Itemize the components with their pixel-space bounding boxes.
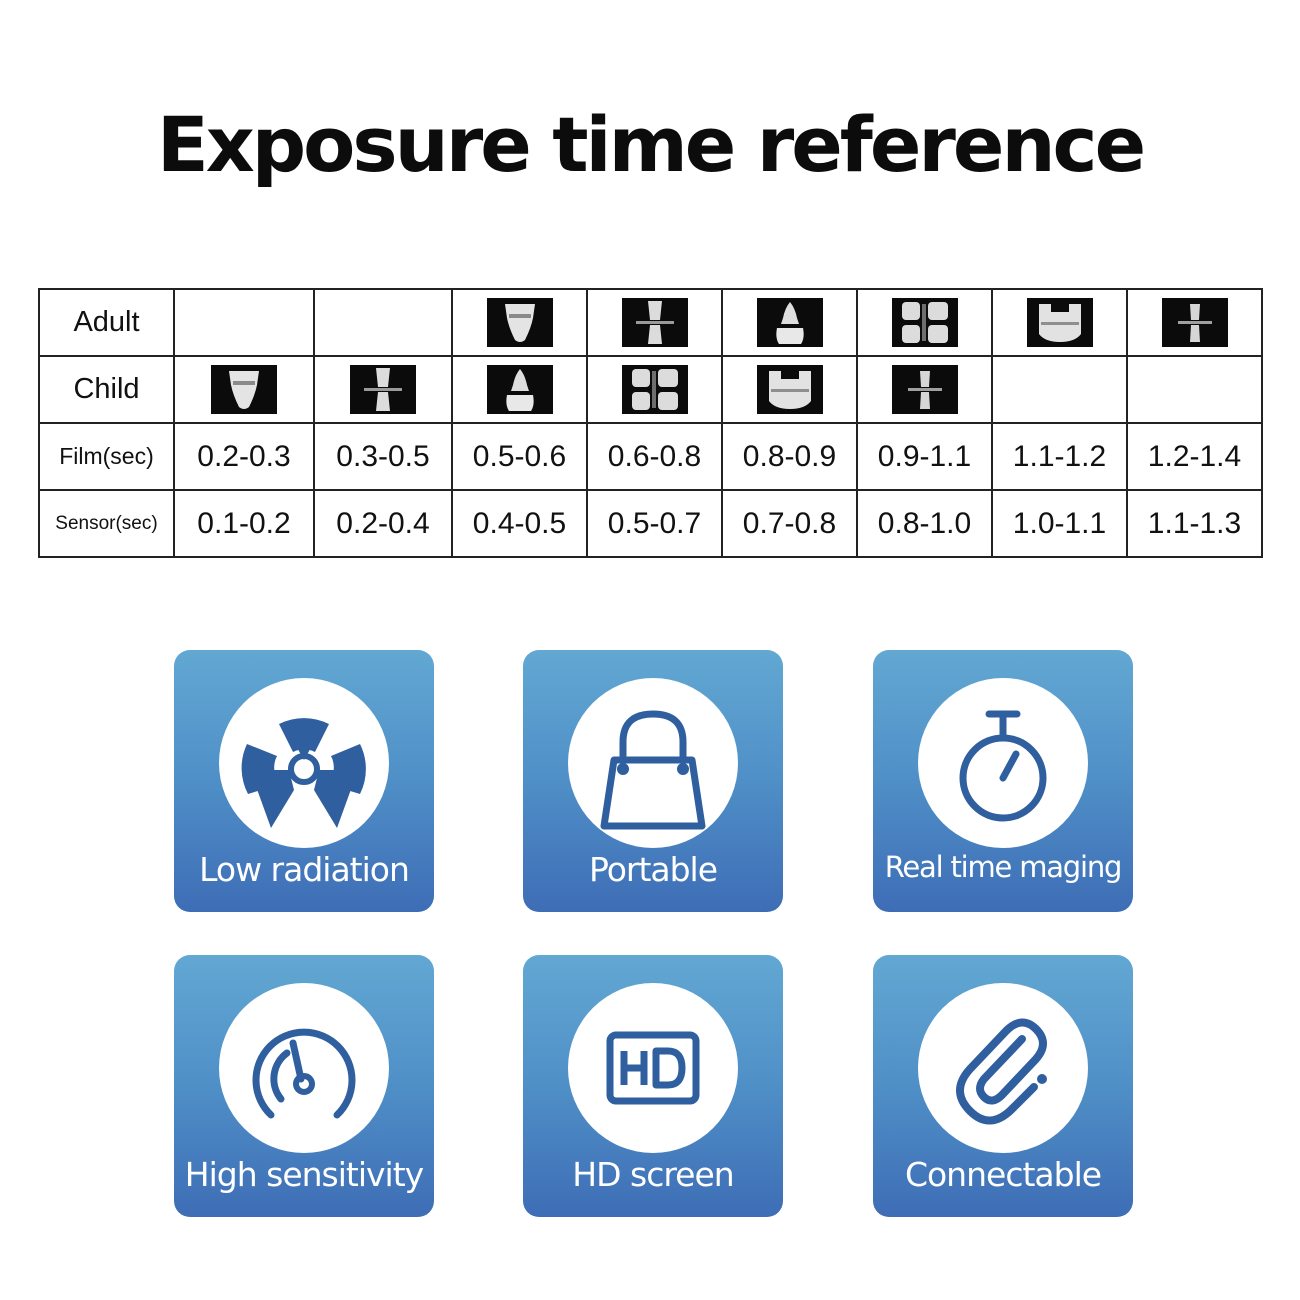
adult-row: Adult bbox=[38, 288, 1263, 357]
feature-label: Real time maging bbox=[884, 850, 1123, 884]
adult-cell bbox=[721, 288, 858, 357]
icon-circle bbox=[918, 983, 1088, 1153]
child-cell bbox=[991, 355, 1128, 424]
sensor-label-cell: Sensor(sec) bbox=[38, 489, 175, 558]
bitewing-xray-image bbox=[891, 365, 958, 414]
icon-circle bbox=[219, 983, 389, 1153]
adult-cell bbox=[173, 288, 315, 357]
sensor-label: Sensor(sec) bbox=[55, 512, 158, 534]
adult-label-cell: Adult bbox=[38, 288, 175, 357]
child-label: Child bbox=[73, 373, 140, 405]
feature-card-high-sensitivity: High sensitivity bbox=[174, 955, 434, 1217]
feature-label: Low radiation bbox=[199, 850, 410, 889]
incisor-xray-image bbox=[211, 365, 277, 414]
child-cell bbox=[451, 355, 588, 424]
icon-circle bbox=[568, 983, 738, 1153]
canine-xray-image bbox=[756, 298, 823, 347]
feature-card-connectable: Connectable bbox=[873, 955, 1133, 1217]
shopping-bag-icon bbox=[600, 710, 706, 830]
icon-circle bbox=[568, 678, 738, 848]
bitewing-xray-image bbox=[1161, 298, 1228, 347]
film-value: 0.2-0.3 bbox=[173, 422, 315, 491]
paperclip-icon bbox=[956, 1018, 1047, 1125]
sensor-value: 0.1-0.2 bbox=[173, 489, 315, 558]
feature-label: Portable bbox=[588, 850, 718, 889]
page-title: Exposure time reference bbox=[156, 100, 1146, 189]
sensor-value: 1.1-1.3 bbox=[1126, 489, 1263, 558]
adult-label: Adult bbox=[73, 306, 140, 338]
gauge-icon bbox=[252, 1028, 356, 1119]
film-label-cell: Film(sec) bbox=[38, 422, 175, 491]
sensor-value: 0.4-0.5 bbox=[451, 489, 588, 558]
premolar-xray-image bbox=[621, 365, 688, 414]
sensor-value: 0.2-0.4 bbox=[313, 489, 453, 558]
child-label-cell: Child bbox=[38, 355, 175, 424]
child-cell bbox=[856, 355, 993, 424]
film-value: 0.5-0.6 bbox=[451, 422, 588, 491]
film-value: 0.8-0.9 bbox=[721, 422, 858, 491]
sensor-value: 1.0-1.1 bbox=[991, 489, 1128, 558]
molar-xray-image bbox=[1026, 298, 1093, 347]
sensor-value: 0.7-0.8 bbox=[721, 489, 858, 558]
adult-cell bbox=[451, 288, 588, 357]
feature-label: Connectable bbox=[904, 1155, 1102, 1194]
adult-cell bbox=[1126, 288, 1263, 357]
film-value: 1.2-1.4 bbox=[1126, 422, 1263, 491]
sensor-value: 0.8-1.0 bbox=[856, 489, 993, 558]
child-cell bbox=[586, 355, 723, 424]
icon-circle bbox=[219, 678, 389, 848]
incisor-xray-image bbox=[486, 298, 553, 347]
film-label: Film(sec) bbox=[59, 443, 154, 469]
film-value: 1.1-1.2 bbox=[991, 422, 1128, 491]
adult-cell bbox=[991, 288, 1128, 357]
child-cell bbox=[721, 355, 858, 424]
hd-icon bbox=[606, 1031, 700, 1105]
child-cell bbox=[1126, 355, 1263, 424]
adult-cell bbox=[313, 288, 453, 357]
stopwatch-icon bbox=[959, 710, 1047, 822]
film-row: Film(sec) 0.2-0.3 0.3-0.5 0.5-0.6 0.6-0.… bbox=[38, 422, 1263, 491]
feature-card-low-radiation: Low radiation bbox=[174, 650, 434, 912]
sensor-value: 0.5-0.7 bbox=[586, 489, 723, 558]
child-row: Child bbox=[38, 355, 1263, 424]
feature-card-real-time: Real time maging bbox=[873, 650, 1133, 912]
film-value: 0.3-0.5 bbox=[313, 422, 453, 491]
icon-circle bbox=[918, 678, 1088, 848]
feature-label: HD screen bbox=[572, 1155, 734, 1194]
premolar-xray-image bbox=[891, 298, 958, 347]
feature-card-hd-screen: HD screen bbox=[523, 955, 783, 1217]
film-value: 0.9-1.1 bbox=[856, 422, 993, 491]
feature-card-portable: Portable bbox=[523, 650, 783, 912]
feature-label: High sensitivity bbox=[184, 1155, 424, 1194]
interproximal-xray-image bbox=[621, 298, 688, 347]
adult-cell bbox=[856, 288, 993, 357]
child-cell bbox=[173, 355, 315, 424]
canine-xray-image bbox=[486, 365, 553, 414]
exposure-time-table: Adult Child Film(sec) 0.2-0.3 0.3-0.5 0.… bbox=[38, 288, 1263, 558]
film-value: 0.6-0.8 bbox=[586, 422, 723, 491]
radiation-icon bbox=[241, 718, 366, 828]
child-cell bbox=[313, 355, 453, 424]
interproximal-xray-image bbox=[350, 365, 416, 414]
adult-cell bbox=[586, 288, 723, 357]
sensor-row: Sensor(sec) 0.1-0.2 0.2-0.4 0.4-0.5 0.5-… bbox=[38, 489, 1263, 558]
molar-xray-image bbox=[756, 365, 823, 414]
